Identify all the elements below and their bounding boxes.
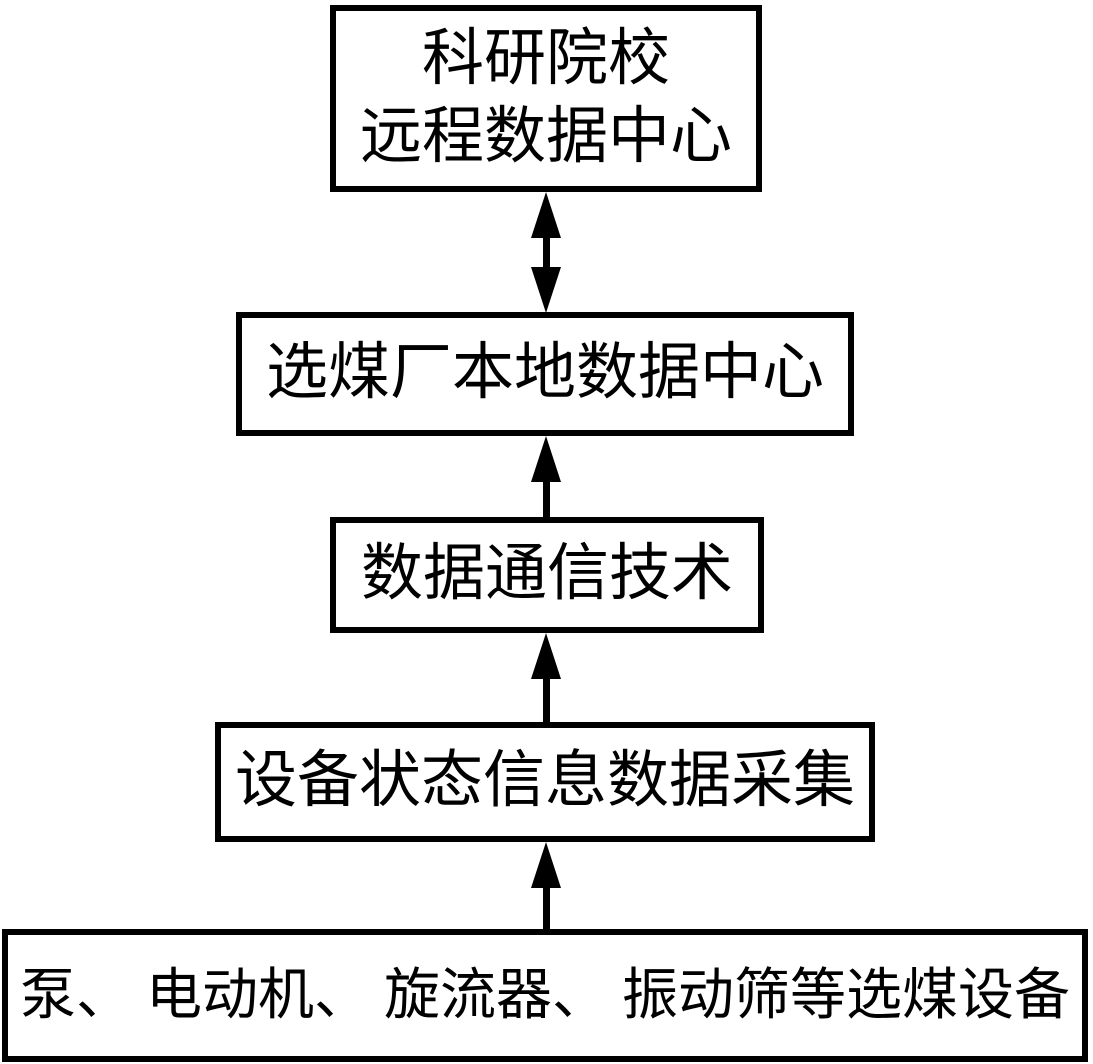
- arrow-shaft: [542, 482, 550, 518]
- node-remote-data-center-label-line2: 远程数据中心: [359, 102, 732, 171]
- node-local-data-center: 选煤厂本地数据中心: [236, 312, 854, 436]
- node-coal-equipment-label: 泵、 电动机、 旋流器、 振动筛等选煤设备: [20, 964, 1070, 1027]
- node-data-communication-label: 数据通信技术: [360, 540, 733, 609]
- connector-up-1: [531, 436, 561, 518]
- node-data-acquisition-label: 设备状态信息数据采集: [234, 747, 855, 816]
- connector-up-3: [531, 842, 561, 930]
- node-data-acquisition: 设备状态信息数据采集: [215, 722, 875, 842]
- node-local-data-center-label: 选煤厂本地数据中心: [265, 339, 824, 408]
- node-remote-data-center: 科研院校 远程数据中心: [330, 5, 762, 192]
- connector-bidirectional: [531, 192, 561, 313]
- arrowhead-up-icon: [531, 436, 561, 482]
- arrowhead-up-icon: [531, 192, 561, 238]
- arrowhead-up-icon: [531, 633, 561, 679]
- node-coal-equipment: 泵、 电动机、 旋流器、 振动筛等选煤设备: [2, 929, 1088, 1062]
- arrow-shaft: [542, 888, 550, 930]
- arrowhead-up-icon: [531, 842, 561, 888]
- arrowhead-down-icon: [531, 267, 561, 313]
- connector-up-2: [531, 633, 561, 723]
- node-remote-data-center-label-line1: 科研院校: [421, 25, 670, 93]
- arrow-shaft: [542, 238, 550, 267]
- arrow-shaft: [542, 679, 550, 723]
- node-data-communication: 数据通信技术: [330, 517, 764, 633]
